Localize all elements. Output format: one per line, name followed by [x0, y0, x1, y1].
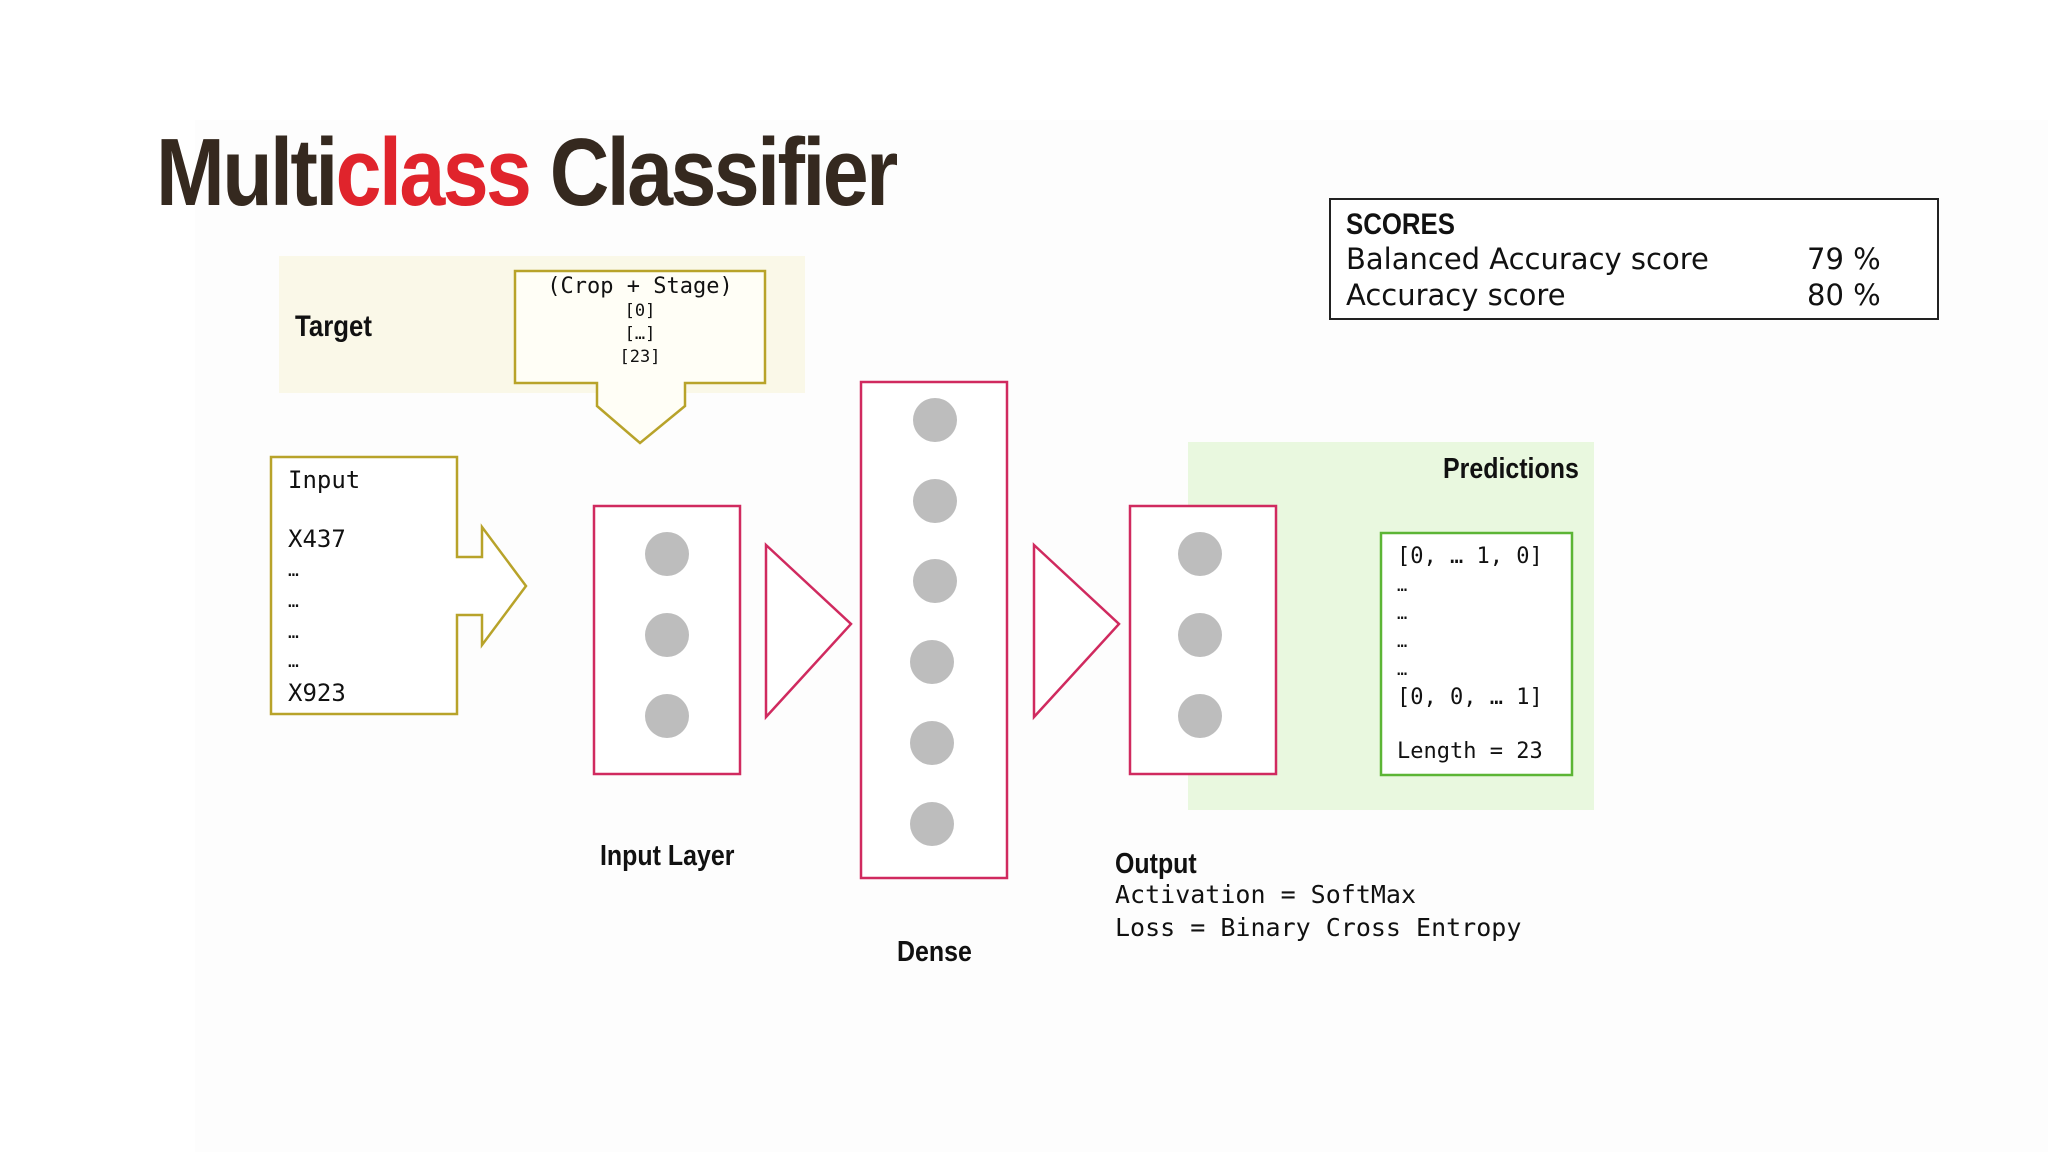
input-neuron [645, 694, 689, 738]
prediction-ellipsis: … [1397, 576, 1408, 596]
scores-box: SCORES Balanced Accuracy score 79 % Accu… [1329, 198, 1939, 320]
input-last: X923 [288, 679, 346, 707]
dense-layer-box [859, 380, 1009, 880]
prediction-ellipsis: … [1397, 604, 1408, 624]
dense-neuron [910, 721, 954, 765]
output-neuron [1178, 694, 1222, 738]
prediction-length: Length = 23 [1397, 739, 1543, 764]
target-label: Target [295, 310, 372, 343]
predictions-label: Predictions [1443, 453, 1579, 485]
input-neuron [645, 532, 689, 576]
input-box-arrow [269, 455, 528, 716]
output-neuron [1178, 532, 1222, 576]
title-part2: Classifier [529, 119, 899, 226]
score-value: 80 % [1807, 278, 1881, 312]
score-value: 79 % [1807, 242, 1881, 276]
target-line: [23] [619, 347, 661, 367]
dense-neuron [913, 559, 957, 603]
dense-label: Dense [897, 936, 972, 968]
loss-text: Loss = Binary Cross Entropy [1115, 913, 1522, 942]
input-title: Input [288, 466, 361, 494]
title-accent: class [335, 119, 532, 226]
title-part1: Multi [156, 119, 338, 226]
target-line: (Crop + Stage) [547, 274, 733, 299]
input-ellipsis: … [288, 651, 299, 672]
predictions-box [1379, 531, 1574, 777]
prediction-first: [0, … 1, 0] [1397, 544, 1543, 569]
dense-neuron [913, 398, 957, 442]
target-line: […] [624, 324, 656, 344]
input-ellipsis: … [288, 560, 299, 581]
target-box-arrow [513, 269, 767, 445]
dense-neuron [910, 802, 954, 846]
output-label: Output [1115, 848, 1197, 880]
target-line: [0] [624, 301, 656, 321]
dense-neuron [913, 479, 957, 523]
input-layer-label: Input Layer [600, 840, 735, 872]
output-neuron [1178, 613, 1222, 657]
dense-neuron [910, 640, 954, 684]
scores-heading: SCORES [1346, 208, 1455, 241]
target-box-text: (Crop + Stage) [0] […] [23] [515, 274, 765, 369]
slide-title: Multiclass Classifier [156, 118, 899, 228]
score-label: Balanced Accuracy score [1346, 242, 1709, 276]
input-ellipsis: … [288, 591, 299, 612]
prediction-last: [0, 0, … 1] [1397, 685, 1543, 710]
input-neuron [645, 613, 689, 657]
connection-triangle [1032, 542, 1121, 721]
score-label: Accuracy score [1346, 278, 1566, 312]
activation-text: Activation = SoftMax [1115, 880, 1417, 909]
prediction-ellipsis: … [1397, 632, 1408, 652]
input-ellipsis: … [288, 622, 299, 643]
input-first: X437 [288, 525, 346, 553]
connection-triangle [764, 542, 853, 721]
prediction-ellipsis: … [1397, 660, 1408, 680]
